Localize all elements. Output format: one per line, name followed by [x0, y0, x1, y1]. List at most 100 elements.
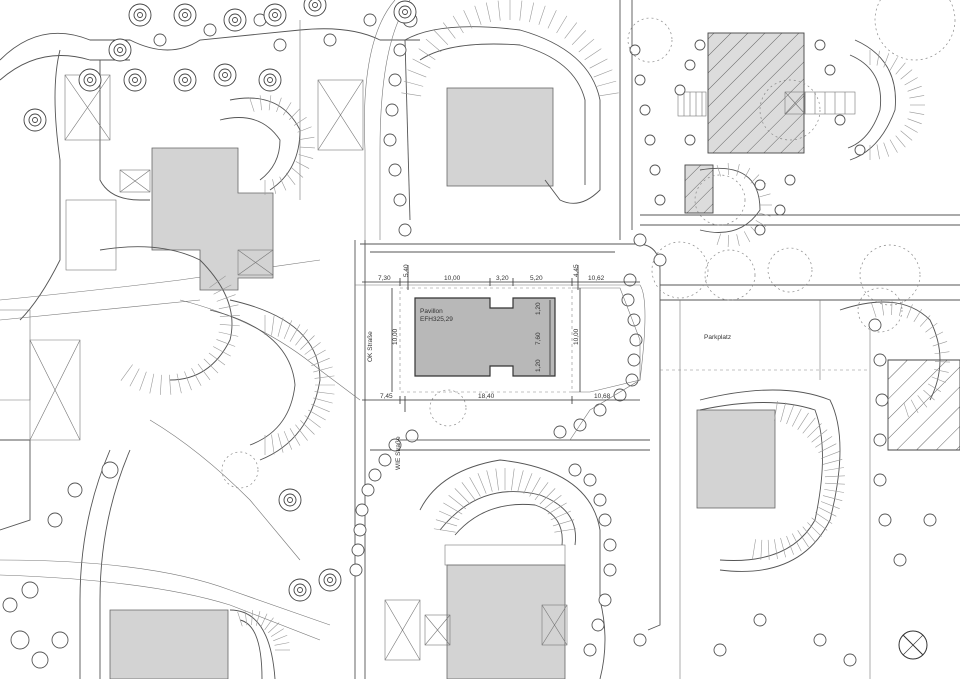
contour-stroke [811, 517, 828, 531]
contour-stroke [589, 58, 608, 69]
tree-icon [2, 597, 18, 613]
contour-stroke [716, 164, 722, 177]
bush-icon [288, 578, 312, 602]
contour-stroke [871, 302, 877, 318]
contour-stroke [815, 512, 833, 524]
tree-icon [47, 512, 63, 528]
contour-stroke [285, 172, 296, 186]
tree-icon [633, 233, 647, 247]
contour-stroke [314, 375, 335, 379]
contour-stroke [244, 610, 248, 626]
tree-icon [383, 133, 397, 147]
tree-icon [603, 563, 617, 577]
tree-icon [623, 273, 637, 287]
contour-stroke [299, 146, 315, 149]
contour-stroke [802, 526, 816, 543]
contour-stroke [293, 116, 307, 126]
contour-stroke [283, 431, 293, 450]
contour-stroke [543, 494, 562, 510]
contour-stroke [820, 451, 840, 459]
contour-stroke [891, 300, 893, 316]
contour-stroke [311, 357, 330, 367]
planting-beds [99, 26, 941, 679]
contour-stroke [249, 97, 255, 112]
contour-stroke [403, 80, 424, 87]
bush-icon [213, 63, 237, 87]
contour-stroke [169, 374, 172, 395]
tree-icon [603, 538, 617, 552]
contour-stroke [452, 15, 464, 34]
contour-stroke [272, 179, 277, 194]
contour-stroke [811, 429, 828, 443]
contour-stroke [259, 95, 262, 111]
tree-icon [684, 59, 696, 71]
contour-stroke [564, 22, 578, 39]
tree-icon [598, 593, 612, 607]
contour-stroke [767, 539, 770, 560]
bush-icon [173, 3, 197, 27]
trees [2, 0, 956, 669]
tree-icon [153, 33, 167, 47]
contour-stroke [435, 519, 458, 527]
contour-stroke [824, 467, 845, 471]
pavilion-elevation: EFH325,29 [420, 316, 453, 323]
contour-stroke [929, 331, 944, 340]
dim-top-3: 5,20 [530, 275, 543, 282]
contour-stroke [743, 231, 751, 243]
tree-icon [694, 39, 706, 51]
tree-icon [674, 84, 686, 96]
contour-stroke [300, 420, 315, 435]
tree-canopy [759, 79, 821, 141]
contour-stroke [786, 405, 794, 425]
tree-icon [774, 204, 786, 216]
tree-icon [368, 468, 382, 482]
contour-stroke [443, 502, 463, 515]
tree-icon [593, 493, 607, 507]
contour-stroke [308, 349, 326, 361]
dim-bottom-left: 7,45 [380, 393, 393, 400]
tree-icon [649, 164, 661, 176]
tree-icon [873, 433, 887, 447]
contour-stroke [412, 58, 431, 69]
contour-stroke [760, 539, 763, 560]
contour-stroke [797, 412, 809, 430]
contour-stroke [276, 97, 282, 113]
tree-icon [355, 503, 369, 517]
tree-icon [598, 513, 612, 527]
contour-stroke [218, 331, 239, 337]
bush-icon [23, 108, 47, 132]
contour-stroke [289, 324, 301, 342]
contour-stroke [184, 371, 192, 391]
tree-icon [21, 581, 39, 599]
contour-stroke [755, 220, 767, 227]
tree-icon [393, 43, 407, 57]
contour-stroke [486, 470, 493, 492]
label-we-strasse: WIE Straße [395, 436, 402, 470]
contour-lines [120, 0, 950, 651]
tree-icon [629, 44, 641, 56]
tree-icon [634, 74, 646, 86]
contour-stroke [283, 320, 293, 339]
bush-icon [78, 68, 102, 92]
contour-stroke [571, 30, 587, 46]
contour-stroke [300, 335, 315, 350]
contour-stroke [271, 434, 275, 455]
tree-icon [388, 163, 402, 177]
tree-canopy [874, 0, 956, 61]
contour-stroke [289, 428, 301, 446]
contour-stroke [418, 48, 436, 61]
contour-stroke [295, 329, 308, 346]
contour-stroke [304, 342, 321, 355]
dim-vertical-top-left: 5,40 [403, 264, 410, 277]
tree-icon [654, 194, 666, 206]
bush-icon [123, 68, 147, 92]
contour-stroke [297, 126, 312, 133]
contour-stroke [904, 124, 918, 133]
contour-stroke [209, 275, 226, 288]
contour-stroke [273, 634, 288, 642]
contour-stroke [463, 10, 473, 29]
dim-pav-side-top: 1,20 [535, 302, 542, 315]
dimension-lines [362, 265, 640, 412]
bush-icon [318, 568, 342, 592]
contour-stroke [213, 346, 231, 357]
